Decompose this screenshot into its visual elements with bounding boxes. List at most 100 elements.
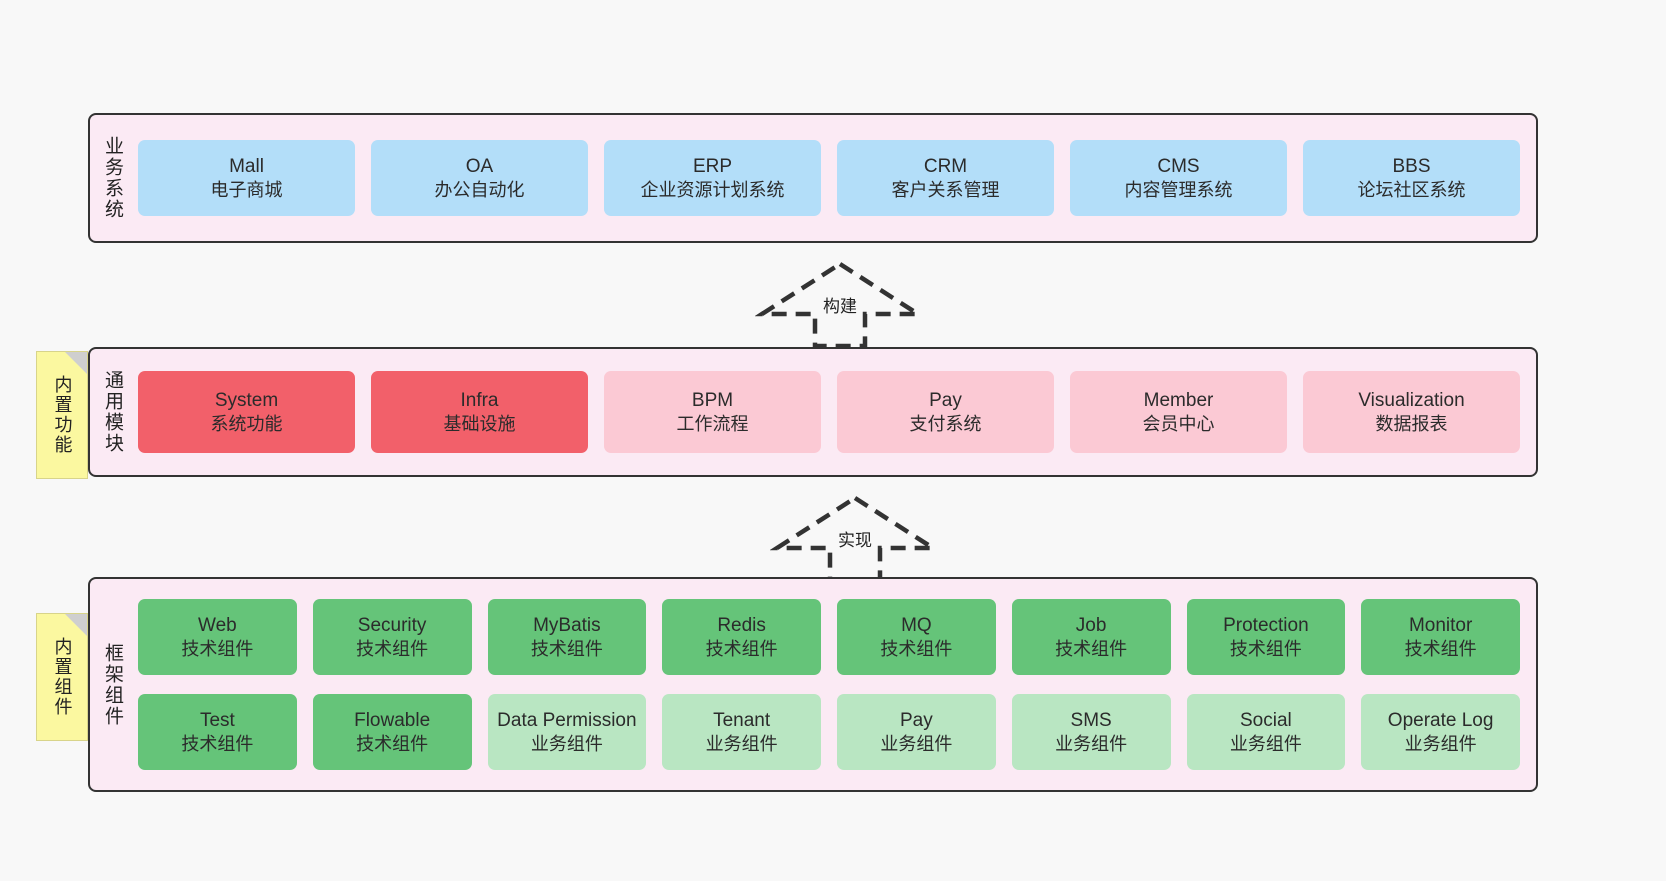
card-monitor[interactable]: Monitor 技术组件 — [1361, 599, 1520, 675]
card-subtitle: 会员中心 — [1142, 413, 1215, 434]
card-pay[interactable]: Pay 支付系统 — [837, 371, 1054, 453]
note-builtin-components: 内置组件 — [36, 613, 88, 741]
card-subtitle: 办公自动化 — [434, 179, 525, 200]
layer-label-business: 业务系统 — [101, 136, 123, 220]
card-title: Member — [1143, 389, 1214, 411]
layer-body-framework: Web 技术组件 Security 技术组件 MyBatis 技术组件 Redi… — [134, 579, 1536, 790]
card-title: MQ — [901, 614, 932, 636]
layer-label-framework: 框架组件 — [101, 642, 123, 727]
note-builtin-features: 内置功能 — [36, 351, 88, 479]
card-title: CMS — [1157, 155, 1200, 177]
card-subtitle: 系统功能 — [210, 413, 283, 434]
card-row: Web 技术组件 Security 技术组件 MyBatis 技术组件 Redi… — [138, 599, 1520, 675]
card-crm[interactable]: CRM 客户关系管理 — [837, 140, 1054, 216]
card-title: Pay — [929, 389, 962, 411]
card-subtitle: 论坛社区系统 — [1357, 179, 1466, 200]
card-subtitle: 技术组件 — [356, 733, 429, 754]
card-subtitle: 业务组件 — [1404, 733, 1477, 754]
card-test[interactable]: Test 技术组件 — [138, 694, 297, 770]
card-title: Operate Log — [1387, 709, 1494, 731]
card-title: Data Permission — [497, 709, 637, 731]
card-subtitle: 数据报表 — [1375, 413, 1448, 434]
card-tenant[interactable]: Tenant 业务组件 — [662, 694, 821, 770]
card-row: System 系统功能 Infra 基础设施 BPM 工作流程 Pay 支付系统… — [138, 371, 1520, 453]
card-title: Protection — [1223, 614, 1309, 636]
connector-implement-label: 实现 — [835, 526, 875, 551]
card-operate-log[interactable]: Operate Log 业务组件 — [1361, 694, 1520, 770]
card-subtitle: 技术组件 — [880, 638, 953, 659]
card-title: SMS — [1070, 709, 1112, 731]
card-oa[interactable]: OA 办公自动化 — [371, 140, 588, 216]
card-subtitle: 企业资源计划系统 — [640, 179, 785, 200]
card-subtitle: 内容管理系统 — [1124, 179, 1233, 200]
card-web[interactable]: Web 技术组件 — [138, 599, 297, 675]
build-arrow-icon — [754, 261, 926, 349]
card-subtitle: 业务组件 — [530, 733, 603, 754]
layer-body-common-module: System 系统功能 Infra 基础设施 BPM 工作流程 Pay 支付系统… — [134, 349, 1536, 475]
card-row: Mall 电子商城 OA 办公自动化 ERP 企业资源计划系统 CRM 客户关系… — [138, 140, 1520, 216]
card-redis[interactable]: Redis 技术组件 — [662, 599, 821, 675]
card-subtitle: 技术组件 — [530, 638, 603, 659]
card-cms[interactable]: CMS 内容管理系统 — [1070, 140, 1287, 216]
layer-body-business: Mall 电子商城 OA 办公自动化 ERP 企业资源计划系统 CRM 客户关系… — [134, 115, 1536, 241]
connector-build-label: 构建 — [820, 292, 860, 317]
card-member[interactable]: Member 会员中心 — [1070, 371, 1287, 453]
layer-band-framework: 框架组件 Web 技术组件 Security 技术组件 MyBatis 技术组件… — [88, 577, 1538, 792]
card-title: Visualization — [1358, 389, 1465, 411]
card-subtitle: 业务组件 — [1229, 733, 1302, 754]
card-infra[interactable]: Infra 基础设施 — [371, 371, 588, 453]
card-data-permission[interactable]: Data Permission 业务组件 — [487, 694, 647, 770]
card-title: Mall — [229, 155, 264, 177]
card-title: Security — [357, 614, 427, 636]
card-mybatis[interactable]: MyBatis 技术组件 — [487, 599, 647, 675]
card-subtitle: 技术组件 — [181, 733, 254, 754]
card-title: CRM — [923, 155, 968, 177]
card-title: ERP — [692, 155, 733, 177]
card-system[interactable]: System 系统功能 — [138, 371, 355, 453]
connector-implement: 实现 — [769, 492, 941, 584]
card-title: OA — [465, 155, 494, 177]
card-title: Monitor — [1408, 614, 1473, 636]
card-subtitle: 工作流程 — [676, 413, 749, 434]
card-subtitle: 基础设施 — [443, 413, 516, 434]
card-title: Flowable — [354, 709, 431, 731]
card-subtitle: 业务组件 — [880, 733, 953, 754]
note-label: 内置组件 — [52, 637, 73, 717]
card-title: Job — [1075, 614, 1107, 636]
card-social[interactable]: Social 业务组件 — [1186, 694, 1346, 770]
card-security[interactable]: Security 技术组件 — [312, 599, 472, 675]
card-title: System — [214, 389, 279, 411]
card-protection[interactable]: Protection 技术组件 — [1186, 599, 1346, 675]
card-title: Test — [199, 709, 235, 731]
card-sms[interactable]: SMS 业务组件 — [1011, 694, 1171, 770]
card-subtitle: 支付系统 — [909, 413, 982, 434]
card-subtitle: 技术组件 — [1055, 638, 1128, 659]
card-subtitle: 技术组件 — [1229, 638, 1302, 659]
card-row: Test 技术组件 Flowable 技术组件 Data Permission … — [138, 694, 1520, 770]
card-title: Infra — [460, 389, 499, 411]
card-erp[interactable]: ERP 企业资源计划系统 — [604, 140, 821, 216]
card-visualization[interactable]: Visualization 数据报表 — [1303, 371, 1520, 453]
card-subtitle: 客户关系管理 — [891, 179, 1000, 200]
card-title: Social — [1240, 709, 1292, 731]
card-title: Tenant — [713, 709, 771, 731]
card-flowable[interactable]: Flowable 技术组件 — [312, 694, 472, 770]
card-subtitle: 技术组件 — [356, 638, 429, 659]
card-bbs[interactable]: BBS 论坛社区系统 — [1303, 140, 1520, 216]
card-subtitle: 技术组件 — [705, 638, 778, 659]
card-title: Pay — [900, 709, 933, 731]
card-subtitle: 技术组件 — [181, 638, 254, 659]
card-title: BPM — [691, 389, 734, 411]
note-fold-corner-icon — [65, 614, 87, 636]
card-subtitle: 技术组件 — [1404, 638, 1477, 659]
card-bpm[interactable]: BPM 工作流程 — [604, 371, 821, 453]
card-subtitle: 业务组件 — [1055, 733, 1128, 754]
layer-label-common-module: 通用模块 — [101, 370, 123, 454]
card-title: MyBatis — [533, 614, 601, 636]
card-title: Web — [198, 614, 237, 636]
card-mall[interactable]: Mall 电子商城 — [138, 140, 355, 216]
card-job[interactable]: Job 技术组件 — [1011, 599, 1171, 675]
layer-band-common-module: 通用模块 System 系统功能 Infra 基础设施 BPM 工作流程 Pay… — [88, 347, 1538, 477]
card-mq[interactable]: MQ 技术组件 — [837, 599, 996, 675]
card-pay-service[interactable]: Pay 业务组件 — [837, 694, 996, 770]
